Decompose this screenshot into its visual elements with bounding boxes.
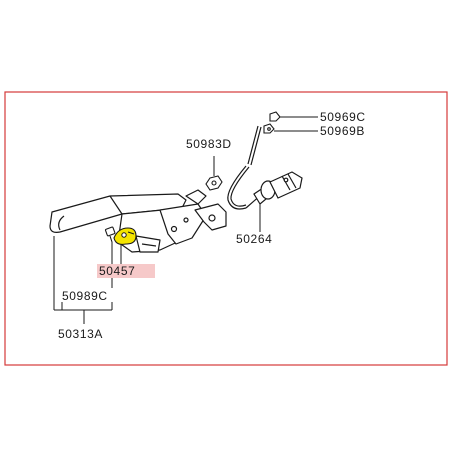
label-50457: 50457 [99,264,135,278]
label-50457-highlight-bg [97,264,155,278]
nut-50969B[interactable] [263,123,275,134]
leader-lines [53,116,318,324]
label-50969C: 50969C [320,110,366,124]
bolt-50989C[interactable] [104,226,116,243]
label-50983D: 50983D [186,137,232,151]
cable-housing [253,171,303,205]
diagram-frame [4,91,448,366]
label-50969B: 50969B [320,124,365,138]
label-50264: 50264 [236,232,272,246]
highlighted-part-50457[interactable] [113,227,137,245]
nut-50983D[interactable] [205,175,223,191]
brake-cable-50264[interactable] [227,125,263,210]
parking-brake-lever [49,189,227,253]
bolt-50969C[interactable] [269,111,281,122]
label-50989C: 50989C [62,289,108,303]
label-50313A: 50313A [58,327,103,341]
